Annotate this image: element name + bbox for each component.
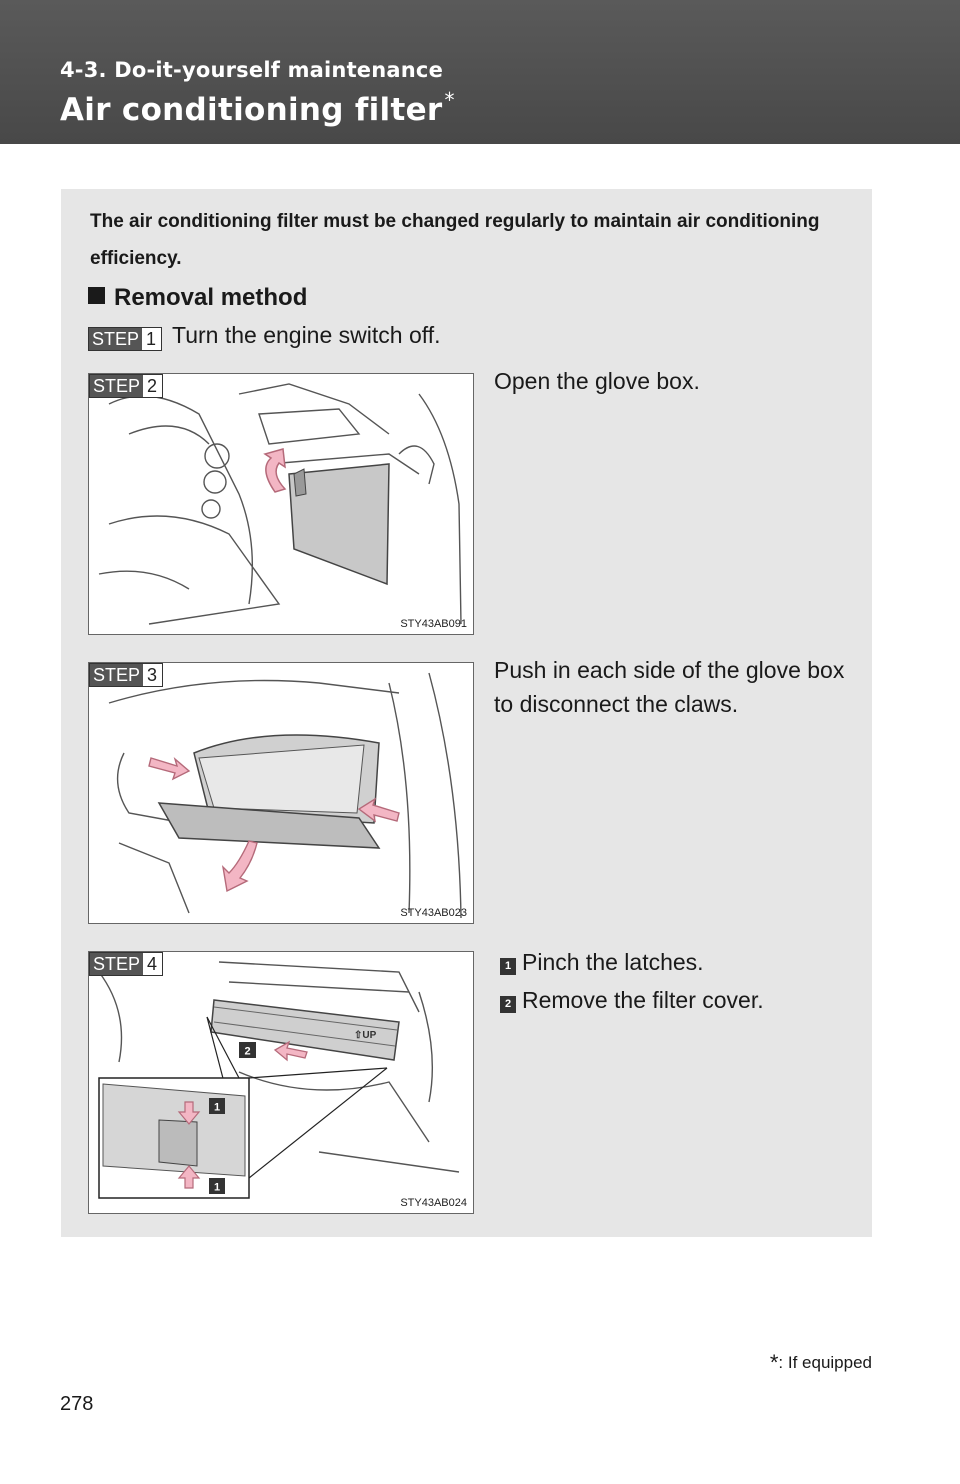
figure-code: STY43AB091 bbox=[400, 618, 467, 630]
svg-text:1: 1 bbox=[214, 1182, 220, 1194]
substep-number: 1 bbox=[500, 958, 516, 975]
svg-text:⇧UP: ⇧UP bbox=[354, 1030, 377, 1041]
svg-text:2: 2 bbox=[244, 1046, 250, 1058]
svg-text:1: 1 bbox=[214, 1102, 220, 1114]
substep-2: 2 Remove the filter cover. bbox=[500, 981, 860, 1019]
step-word: STEP bbox=[90, 375, 144, 397]
step-2-text: Open the glove box. bbox=[494, 368, 700, 394]
removal-method-label: Removal method bbox=[114, 284, 308, 311]
section-label: 4-3. Do-it-yourself maintenance bbox=[60, 58, 444, 82]
footnote-text: : If equipped bbox=[778, 1353, 872, 1372]
step-word: STEP bbox=[90, 664, 144, 686]
figure-code: STY43AB023 bbox=[400, 907, 467, 919]
substep-1: 1 Pinch the latches. bbox=[500, 943, 860, 981]
figure-code: STY43AB024 bbox=[400, 1197, 467, 1209]
if-equipped-marker: * bbox=[444, 88, 455, 112]
footnote: *: If equipped bbox=[770, 1350, 872, 1376]
substep-text: Pinch the latches. bbox=[522, 949, 704, 975]
intro-text: The air conditioning filter must be chan… bbox=[90, 211, 820, 269]
square-bullet-icon bbox=[88, 287, 105, 304]
footnote-marker: * bbox=[769, 1350, 779, 1375]
substep-text: Remove the filter cover. bbox=[522, 987, 764, 1013]
step-word: STEP bbox=[90, 953, 144, 975]
step-4-substeps: 1 Pinch the latches. 2 Remove the filter c… bbox=[500, 943, 860, 1019]
step-number: 1 bbox=[146, 329, 157, 349]
step-1-text: Turn the engine switch off. bbox=[172, 322, 441, 348]
step-word: STEP bbox=[89, 328, 143, 350]
glove-box-claws-illustration bbox=[108, 672, 462, 919]
page-number: 278 bbox=[60, 1393, 94, 1415]
removal-method-heading: Removal method bbox=[88, 284, 307, 312]
substep-number: 2 bbox=[500, 996, 516, 1013]
step-number: 3 bbox=[147, 665, 158, 685]
step-number: 4 bbox=[147, 954, 158, 974]
page-header: 4-3. Do-it-yourself maintenance Air cond… bbox=[0, 0, 960, 144]
step-3-text: Push in each side of the glove box to di… bbox=[494, 657, 845, 717]
glove-box-open-illustration bbox=[98, 383, 462, 625]
step-number: 2 bbox=[147, 376, 158, 396]
page-title-text: Air conditioning filter bbox=[60, 92, 443, 128]
filter-cover-illustration: 2 ⇧UP 1 1 bbox=[98, 961, 460, 1199]
page-title: Air conditioning filter* bbox=[60, 88, 455, 128]
